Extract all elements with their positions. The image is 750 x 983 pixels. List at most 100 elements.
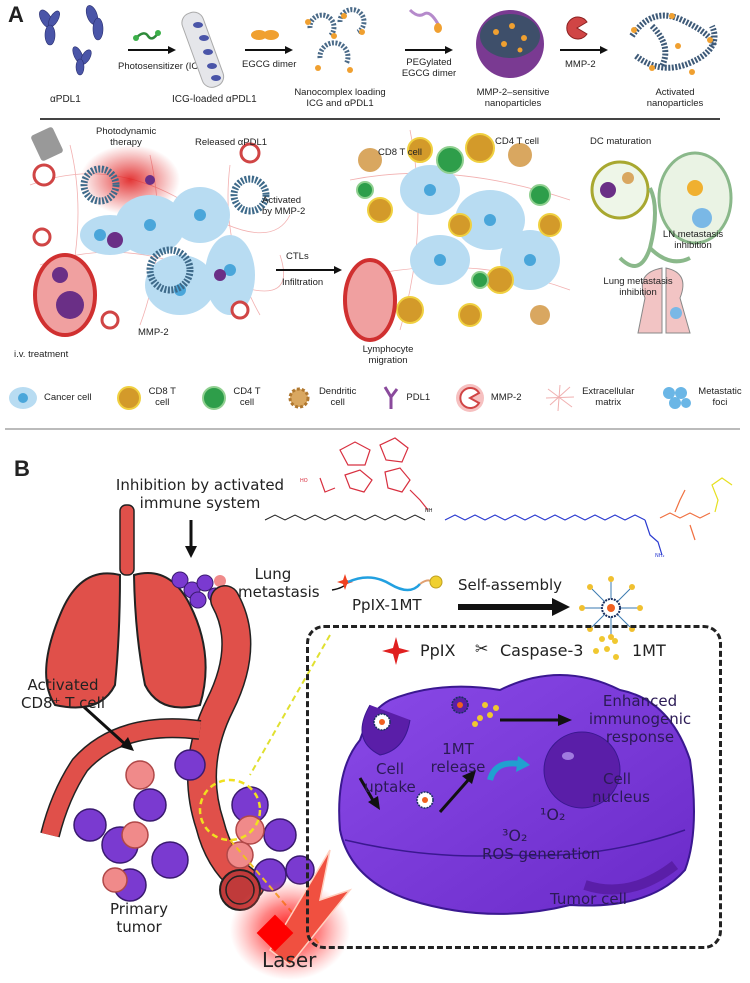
label-cd8-t-cell: CD8 T cell [378,147,422,158]
tumor-cell-illustration [338,674,695,915]
label-singlet-oxygen: ¹O₂ [540,805,566,824]
legend-item-cd8-t-cell: CD8 T cell [116,385,176,411]
label-1mt-release: 1MT release [430,740,486,776]
label-cd4-t-cell: CD4 T cell [495,136,539,147]
legend-item-extracellular-matrix: Extracellular matrix [546,384,636,412]
label-ln-metastasis: LN metastasis inhibition [662,229,724,251]
infiltrated-tumor-illustration [343,129,571,342]
micelle-in-cell-1 [373,713,391,731]
label-photodynamic: Photodynamic therapy [96,126,157,148]
label-activated-by-mmp2: Activated by MMP-2 [262,195,306,217]
arrow-self-assembly-icon [458,598,570,616]
laser-beam-icon [230,849,353,980]
lymph-node-lung-illustration [590,151,733,334]
legend-label: CD8 T cell [148,386,176,408]
label-laser: Laser [262,948,317,972]
panel-a-divider [40,118,720,120]
mmp2-sensitive-nanoparticle-icon [476,10,544,78]
label-triplet-oxygen: ³O₂ [502,826,528,845]
arrow-ctl-infiltration-icon [276,266,342,274]
label-pegylated: PEGylated EGCG dimer [401,57,457,79]
legend-1mt: 1MT [632,641,666,660]
label-lung-metastasis-a: Lung metastasis inhibition [603,276,673,298]
legend-item-dendritic-cell: Dendritic cell [286,385,358,411]
cancer-cell-icon [9,387,37,409]
label-egcg-dimer: EGCG dimer [242,59,297,70]
extracellular-matrix-icon [546,384,575,412]
label-activated-np-text: Activated nanoparticles [646,87,704,109]
lungs-and-primary-tumor-illustration [40,504,331,946]
cd8-t-cell-icon [117,386,142,410]
caspase3-scissors-icon: ✂ [475,639,489,658]
dendritic-cell-icon [288,387,310,409]
arrow-cd8-icon [82,705,134,751]
legend-item-cancer-cell: Cancer cell [8,386,92,410]
ppix-1mt-chemical-structure: HO NH NH₂ [264,437,733,559]
label-cell-uptake: Cell uptake [364,760,416,796]
1mt-dots-icon [593,636,619,660]
label-icg-loaded: ICG-loaded αPDL1 [172,94,257,105]
metastatic-foci-icon [662,387,691,409]
panel-a-letter: A [8,2,24,27]
chem-label-nh: NH [425,508,433,514]
label-ros-generation: ROS generation [482,845,601,863]
label-tumor-cell: Tumor cell [550,890,627,908]
legend-label: PDL1 [406,391,431,403]
label-nanocomplex: Nanocomplex loading ICG and αPDL1 [285,87,395,110]
ppix-1mt-conjugate-icon [331,574,443,592]
chem-label-nh2: NH₂ [655,553,665,559]
label-ppix-1mt: PpIX-1MT [352,596,422,614]
label-mmp2-mid: MMP-2 [138,327,169,338]
egcg-dimer-icon [251,30,279,40]
antibody-group-icon [39,5,104,76]
legend-label: CD4 T cell [233,386,261,408]
arrow-step2-icon [245,46,293,54]
panel-a-legend: Cancer cell CD8 T cell CD4 T cell Dendri… [8,380,743,416]
tumor-microenvironment-illustration [29,127,291,337]
legend-label: MMP-2 [490,391,522,403]
label-released-apdl1: Released αPDL1 [195,137,268,148]
label-apdl1: αPDL1 [50,94,81,105]
panel-b-letter: B [14,456,30,481]
label-lymphocyte-migration: Lymphocyte migration [362,344,414,366]
label-iv-treatment: i.v. treatment [14,349,69,360]
label-enhanced-response: Enhanced immunogenic response [588,692,692,746]
legend-label: Cancer cell [44,391,92,403]
label-activated-np: Activated nanoparticles [640,87,710,110]
label-mmp2-arrow: MMP-2 [565,59,596,70]
icg-molecule-icon [133,30,161,41]
arrow-inhibition-icon [185,520,197,558]
tumor-cell-inset-box [306,625,722,949]
label-nanocomplex-text: Nanocomplex loading ICG and αPDL1 [294,87,386,109]
legend-item-mmp-2: MMP-2 [455,383,522,413]
cd4-t-cell-icon [201,386,226,410]
activated-nanoparticles-icon [629,12,718,75]
label-mmp2-sensitive-text: MMP-2–sensitive nanoparticles [476,87,550,109]
chem-label-ho: HO [300,478,308,484]
label-cell-nucleus: Cell nucleus [592,770,650,806]
legend-item-metastatic-foci: Metastatic foci [661,385,743,411]
mmp2-enzyme-icon [566,16,588,40]
panel-separator [5,428,740,430]
legend-item-cd4-t-cell: CD4 T cell [201,385,261,411]
arrow-step1-icon [128,46,176,54]
legend-ppix: PpIX [420,641,456,660]
label-self-assembly: Self-assembly [458,576,563,594]
icg-loaded-apdl1-icon [181,11,225,88]
ppix-star-icon [382,637,410,665]
label-activated-cd8: Activated CD8⁺ T cell [21,676,105,712]
nanocomplex-icon [305,7,367,73]
label-inhibition: Inhibition by activated immune system [115,476,285,512]
legend-label: Extracellular matrix [582,386,635,408]
legend-label: Dendritic cell [318,386,357,408]
label-lung-metastasis-b: Lung metastasis [238,565,320,601]
label-mmp2-sensitive: MMP-2–sensitive nanoparticles [468,87,558,110]
arrow-step3-icon [405,46,453,54]
pegylated-egcg-icon [408,8,442,33]
label-photosensitizer: Photosensitizer (ICG) [118,61,209,72]
pdl1-icon [384,386,399,409]
label-primary-tumor: Primary tumor [110,900,168,936]
legend-caspase3: Caspase-3 [500,641,584,660]
legend-label: Metastatic foci [698,386,742,408]
arrow-step4-icon [560,46,608,54]
